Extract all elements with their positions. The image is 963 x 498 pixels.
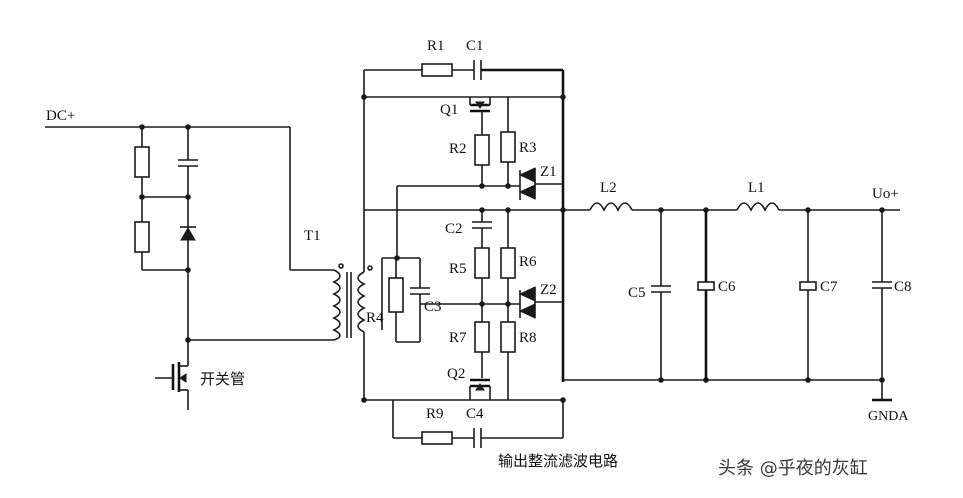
zener-z1 [518, 167, 536, 183]
label-r1: R1 [427, 38, 445, 54]
resistor-r8 [500, 321, 516, 353]
label-z1: Z1 [540, 164, 557, 180]
transformer-t1 [332, 210, 373, 382]
label-gnda: GNDA [868, 409, 909, 424]
q1-mosfet [475, 101, 485, 109]
label-q2: Q2 [447, 366, 465, 382]
label-uo-plus: Uo+ [872, 186, 899, 202]
label-r5: R5 [449, 261, 467, 277]
label-l1: L1 [748, 180, 765, 196]
snubber-resistor-top [134, 146, 150, 178]
label-z2: Z2 [540, 282, 557, 298]
resistor-r2 [474, 134, 490, 166]
watermark: 头条 @乎夜的灰缸 [718, 457, 868, 479]
label-dc-plus: DC+ [46, 108, 75, 124]
inductor-l1 [736, 202, 780, 212]
zener-z2 [518, 286, 536, 302]
output-filter [563, 202, 900, 402]
label-c5: C5 [628, 285, 646, 301]
label-r8: R8 [519, 330, 537, 346]
capacitor-c7 [799, 281, 817, 291]
label-r2: R2 [449, 141, 467, 157]
resistor-r9 [421, 431, 453, 445]
label-r6: R6 [519, 254, 537, 270]
label-l2: L2 [600, 180, 617, 196]
resistor-r1 [421, 63, 453, 77]
label-r4: R4 [366, 310, 384, 326]
capacitor-c6 [697, 281, 715, 291]
component-labels: DC+ T1 开关管 R1 C1 Q1 R2 R3 Z1 C2 R5 R6 Z2… [46, 38, 912, 470]
label-c8: C8 [894, 279, 912, 295]
snubber-diode [180, 227, 196, 241]
label-r9: R9 [426, 406, 444, 422]
label-c6: C6 [718, 279, 736, 295]
label-c3: C3 [424, 299, 442, 315]
label-switch-tube: 开关管 [200, 370, 245, 388]
q2-mosfet [475, 383, 485, 391]
resistor-r3 [500, 131, 516, 163]
label-c1: C1 [466, 38, 484, 54]
label-r3: R3 [519, 140, 537, 156]
label-t1: T1 [304, 228, 321, 244]
rectifier-network [361, 60, 590, 448]
switch-mosfet [155, 340, 189, 410]
resistor-r4 [388, 277, 404, 313]
diagram-caption: 输出整流滤波电路 [498, 452, 618, 470]
label-r7: R7 [449, 330, 467, 346]
label-c4: C4 [466, 406, 484, 422]
label-c7: C7 [820, 279, 838, 295]
label-c2: C2 [445, 221, 463, 237]
primary-circuit [45, 124, 334, 410]
resistor-r5 [474, 247, 490, 279]
resistor-r7 [474, 321, 490, 353]
resistor-r6 [500, 247, 516, 279]
label-q1: Q1 [440, 102, 458, 118]
snubber-resistor-bottom [134, 221, 150, 253]
inductor-l2 [589, 202, 633, 212]
